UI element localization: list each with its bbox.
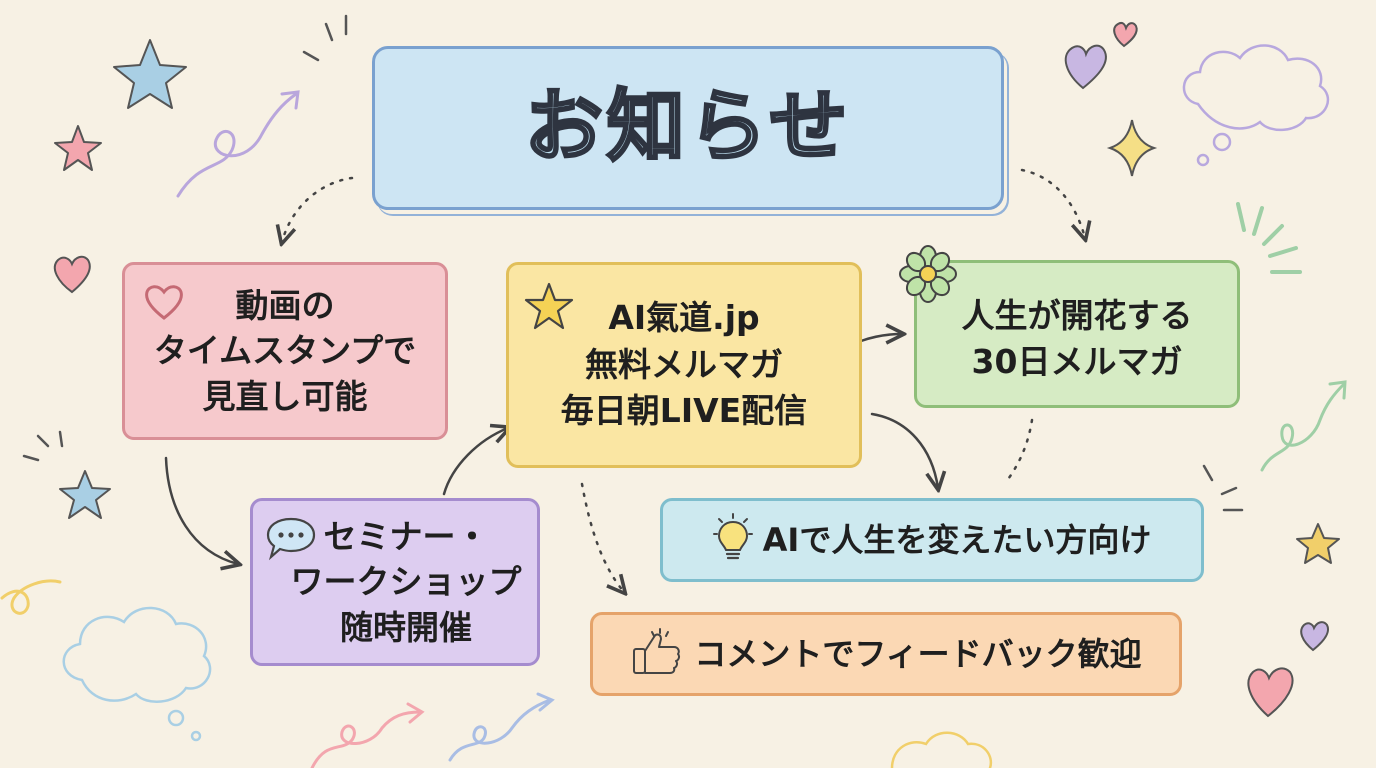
- burst-lines-icon: [1202, 464, 1244, 512]
- node-seminar: セミナー・ ワークショップ 随時開催: [250, 498, 540, 666]
- star-icon: [523, 281, 575, 335]
- node-target-text: AIで人生を変えたい方向け: [762, 520, 1152, 559]
- heart-icon: [143, 283, 185, 325]
- node-30day-newsletter: 人生が開花する 30日メルマガ: [914, 260, 1240, 408]
- heart-icon: [1247, 667, 1294, 718]
- node-timestamp: 動画の タイムスタンプで 見直し可能: [122, 262, 448, 440]
- cloud-dot: [1212, 132, 1232, 152]
- title-banner: お知らせ: [372, 46, 1004, 210]
- arrow-seminar-to-aikido: [442, 428, 508, 496]
- swoosh-arrow-icon: [310, 710, 422, 768]
- burst-lines-icon: [302, 14, 348, 62]
- flower-icon: [898, 244, 958, 308]
- heart-icon: [53, 255, 91, 294]
- node-feedback-text: コメントでフィードバック歓迎: [694, 634, 1142, 673]
- burst-lines-icon: [22, 430, 64, 462]
- swoosh-arrow-icon: [448, 698, 552, 762]
- node-aikido-newsletter: AI氣道.jp 無料メルマガ 毎日朝LIVE配信: [506, 262, 862, 468]
- heart-icon: [1300, 621, 1329, 652]
- star-icon: [1296, 523, 1340, 564]
- node-seminar-text: セミナー・ ワークショップ 随時開催: [290, 516, 522, 647]
- cloud-dot: [190, 730, 202, 742]
- node-30days-text: 人生が開花する 30日メルマガ: [961, 296, 1193, 381]
- node-aikido-text: AI氣道.jp 無料メルマガ 毎日朝LIVE配信: [560, 297, 808, 431]
- arrow-title-to-30days: [1020, 168, 1085, 238]
- lightbulb-icon: [712, 512, 753, 568]
- swoosh-arrow-icon: [1260, 382, 1346, 472]
- dotted-30days-to-target: [1004, 418, 1034, 484]
- star-icon: [113, 39, 187, 109]
- cloud-icon: [1182, 44, 1330, 131]
- star-icon: [54, 125, 102, 171]
- speech-bubble-icon: [265, 515, 317, 565]
- cloud-dot: [1196, 153, 1210, 167]
- swoosh-arrow-icon: [1328, 380, 1347, 400]
- node-target-audience: AIで人生を変えたい方向け: [660, 498, 1204, 582]
- arrow-title-to-timestamp: [282, 176, 354, 242]
- page-title: お知らせ: [523, 81, 852, 174]
- cloud-icon: [62, 606, 212, 703]
- thumbs-up-icon: [630, 625, 684, 683]
- node-feedback: コメントでフィードバック歓迎: [590, 612, 1182, 696]
- sparkle-icon: [1106, 119, 1158, 177]
- cloud-dot: [167, 709, 185, 727]
- cloud-icon: [890, 731, 993, 768]
- arrow-aikido-to-target: [870, 412, 938, 488]
- heart-icon: [1064, 44, 1107, 90]
- heart-icon: [1113, 21, 1138, 48]
- swoosh-arrow-icon: [536, 692, 555, 712]
- swoosh-arrow-icon: [176, 92, 298, 198]
- swoosh-arrow-icon: [280, 90, 300, 110]
- swoosh-arrow-icon: [406, 702, 425, 724]
- star-icon: [59, 470, 111, 519]
- arrow-timestamp-to-seminar: [164, 456, 238, 564]
- arrow-aikido-to-feedback: [580, 482, 624, 592]
- squiggle-icon: [0, 579, 62, 615]
- burst-lines-icon: [1236, 202, 1302, 274]
- node-timestamp-text: 動画の タイムスタンプで 見直し可能: [153, 285, 417, 416]
